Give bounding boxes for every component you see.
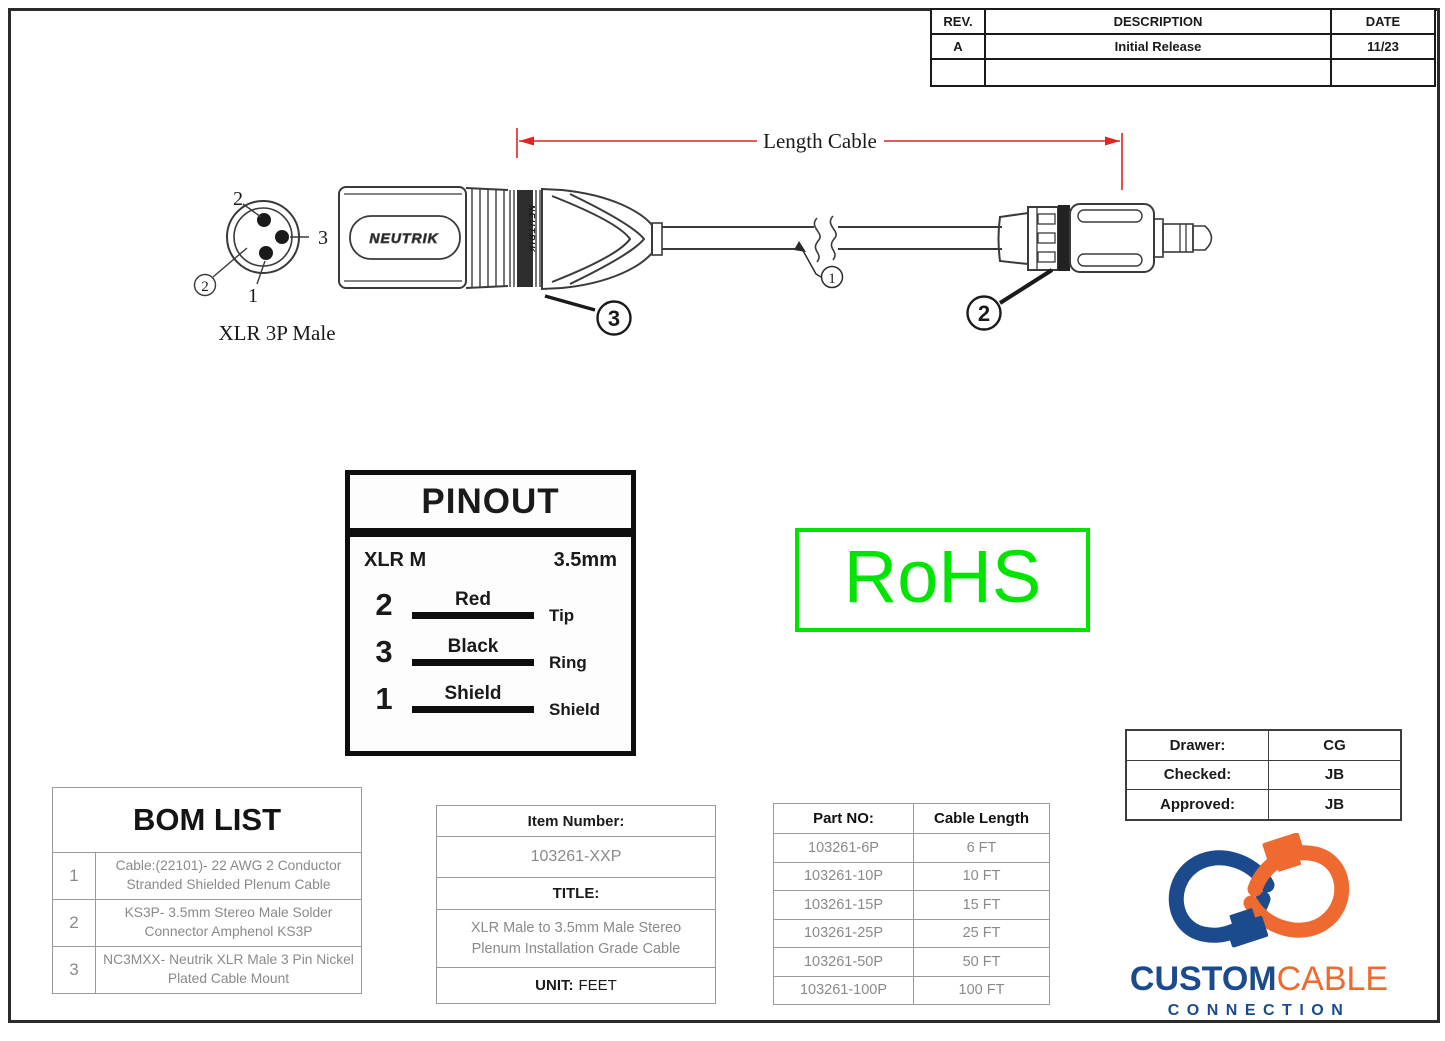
bom-row: 2 KS3P- 3.5mm Stereo Male Solder Connect… [53, 900, 361, 947]
callout-plug-label: 2 [978, 301, 990, 326]
item-number-value: 103261-XXP [437, 837, 715, 878]
neutrik-band-label: NEUTRIK [527, 205, 537, 253]
description-empty [986, 60, 1332, 85]
bom-item-description: KS3P- 3.5mm Stereo Male Solder Connector… [124, 905, 333, 939]
item-info-table: Item Number: 103261-XXP TITLE: XLR Male … [436, 805, 716, 1004]
checked-label: Checked: [1127, 760, 1269, 790]
callout-xlr-boot [544, 294, 632, 336]
date-empty [1332, 60, 1434, 85]
part-no-cell: 103261-6P [774, 834, 914, 863]
part-length-table: Part NO: Cable Length 103261-6P 6 FT 103… [773, 803, 1050, 1005]
title-label: TITLE: [437, 878, 715, 910]
xlr-pin3-label: 3 [318, 227, 328, 249]
callout-plug [966, 268, 1054, 331]
rohs-label: RoHS [843, 535, 1042, 618]
xlr-connector-body [338, 186, 663, 291]
cable-length-cell: 50 FT [914, 948, 1049, 977]
bom-item-number: 1 [53, 853, 96, 899]
part-no-cell: 103261-25P [774, 919, 914, 948]
bom-item-description: NC3MXX- Neutrik XLR Male 3 Pin Nickel Pl… [103, 952, 354, 986]
cable-length-header: Cable Length [914, 804, 1049, 834]
pinout-divider [350, 528, 631, 537]
cable-length-cell: 25 FT [914, 920, 1049, 948]
bom-item-number: 3 [53, 947, 96, 993]
cable [662, 215, 1002, 263]
rev-value: A [932, 35, 986, 60]
bom-list-table: BOM LIST 1 Cable:(22101)- 22 AWG 2 Condu… [52, 787, 362, 994]
infinity-cable-icon [1168, 832, 1350, 948]
xlr-face-view [193, 200, 309, 297]
cable-length-cell: 15 FT [914, 891, 1049, 920]
description-value: Initial Release [986, 35, 1332, 60]
cable-length-cell: 10 FT [914, 863, 1049, 891]
rev-header: REV. [932, 10, 986, 35]
xlr-pin2-label: 2 [233, 188, 243, 210]
part-no-cell: 103261-100P [774, 976, 914, 1004]
rohs-badge: RoHS [795, 528, 1090, 632]
xlr-pin1-label: 1 [248, 285, 258, 307]
pin-number: 2 [375, 587, 393, 623]
pinout-row: 2 Red Tip [364, 587, 617, 625]
part-no-cell: 103261-50P [774, 948, 914, 977]
bom-row: 3 NC3MXX- Neutrik XLR Male 3 Pin Nickel … [53, 947, 361, 993]
length-cable-label: Length Cable [763, 129, 877, 153]
date-value: 11/23 [1332, 35, 1434, 60]
wire-color: Black [412, 636, 534, 666]
title-value: XLR Male to 3.5mm Male Stereo Plenum Ins… [437, 910, 715, 968]
plug-contact: Ring [549, 653, 587, 672]
part-no-header: Part NO: [774, 804, 914, 834]
bom-row: 1 Cable:(22101)- 22 AWG 2 Conductor Stra… [53, 853, 361, 900]
checked-value: JB [1269, 761, 1400, 790]
pinout-row: 3 Black Ring [364, 634, 617, 672]
pinout-left-header: XLR M [364, 549, 427, 571]
unit-label: UNIT: [535, 977, 574, 994]
cable-length-cell: 6 FT [914, 834, 1049, 863]
revision-table: REV. DESCRIPTION DATE A Initial Release … [930, 8, 1436, 87]
logo-subtitle: CONNECTION [1167, 1002, 1351, 1019]
drawer-value: CG [1269, 731, 1400, 761]
approved-label: Approved: [1127, 790, 1269, 819]
wire-color: Shield [412, 683, 534, 713]
callout-xlr-boot-label: 3 [608, 306, 620, 331]
company-logo: CUSTOMCABLE CONNECTION [1086, 832, 1432, 1020]
date-header: DATE [1332, 10, 1434, 35]
rev-empty [932, 60, 986, 85]
part-no-cell: 103261-15P [774, 891, 914, 920]
callout-cable-label: 1 [828, 271, 836, 287]
pinout-row: 1 Shield Shield [364, 681, 617, 719]
pin-number: 1 [375, 681, 393, 717]
sheet-border-frame [8, 8, 1440, 1023]
callout-cable [794, 241, 844, 289]
xlr-caption: XLR 3P Male [218, 321, 335, 345]
pinout-box: PINOUT XLR M 3.5mm 2 Red Tip 3 Black Rin… [345, 470, 636, 756]
cable-assembly-drawing: Length Cable 2 3 1 2 XLR 3P Male [193, 128, 1213, 345]
description-header: DESCRIPTION [986, 10, 1332, 35]
callout-shell-label: 2 [201, 279, 209, 295]
bom-title: BOM LIST [53, 788, 361, 853]
bom-item-number: 2 [53, 900, 96, 946]
unit-row: UNIT: FEET [437, 968, 715, 1003]
bom-item-description: Cable:(22101)- 22 AWG 2 Conductor Strand… [115, 858, 342, 892]
plug-35mm [997, 203, 1213, 273]
logo-word-custom: CUSTOM [1129, 960, 1277, 998]
cable-length-cell: 100 FT [958, 982, 1005, 999]
part-no-cell: 103261-10P [774, 862, 914, 891]
approvals-table: Drawer: CG Checked: JB Approved: JB [1125, 729, 1402, 821]
logo-word-cable: CABLE [1276, 960, 1389, 998]
pin-number: 3 [375, 634, 393, 670]
item-number-label: Item Number: [437, 806, 715, 837]
approved-value: JB [1324, 795, 1345, 813]
unit-value: FEET [578, 977, 617, 994]
neutrik-brand-label: NEUTRIK [369, 230, 438, 246]
length-dimension [516, 128, 1123, 190]
drawer-label: Drawer: [1127, 731, 1269, 761]
wire-color: Red [412, 589, 534, 619]
plug-contact: Shield [549, 700, 601, 719]
pinout-title: PINOUT [421, 481, 560, 521]
plug-contact: Tip [549, 606, 575, 625]
pinout-right-header: 3.5mm [553, 549, 617, 571]
